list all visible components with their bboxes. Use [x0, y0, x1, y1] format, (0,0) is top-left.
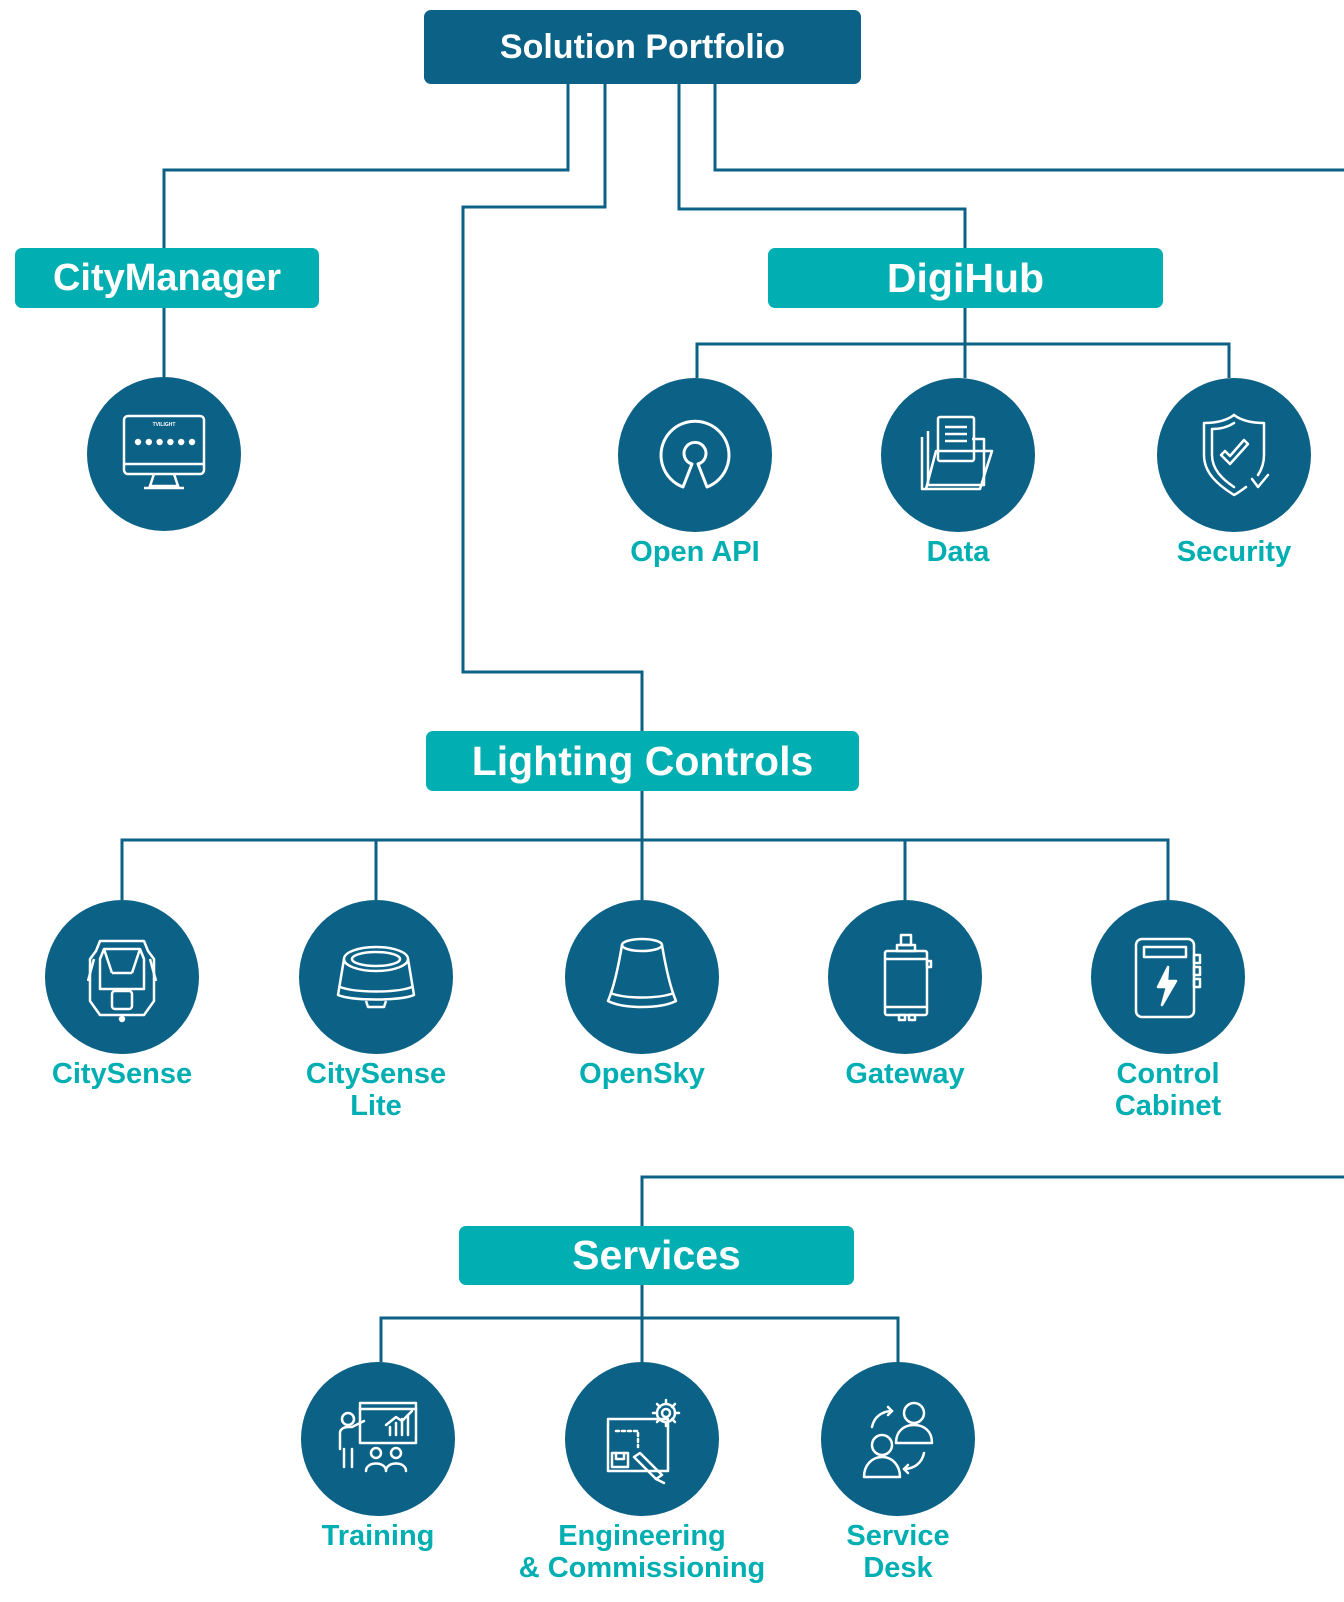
solution-portfolio-title: Solution Portfolio [424, 10, 861, 84]
category-services[interactable]: Services [459, 1226, 854, 1285]
digihub-item-data[interactable]: Data [881, 378, 1035, 568]
lighting-item-label: OpenSky [579, 1058, 705, 1090]
citymanager-monitor-node[interactable]: TVILIGHT [87, 377, 241, 531]
digihub-item-security[interactable]: Security [1157, 378, 1311, 568]
services-item-training[interactable]: Training [301, 1362, 455, 1552]
lighting-item-gateway[interactable]: Gateway [828, 900, 982, 1090]
services-item-label: Engineering & Commissioning [518, 1520, 766, 1584]
digihub-item-label: Data [926, 536, 990, 568]
lighting-item-opensky[interactable]: OpenSky [565, 900, 719, 1090]
lighting-item-label: Control Cabinet [1114, 1058, 1222, 1122]
monitor-icon: TVILIGHT [122, 414, 206, 490]
lighting-item-control-cabinet[interactable]: Control Cabinet [1091, 900, 1245, 1122]
control-cabinet-icon [1134, 937, 1202, 1019]
services-item-label: Service Desk [846, 1520, 950, 1584]
lighting-item-label: CitySense [51, 1058, 193, 1090]
category-lighting-controls[interactable]: Lighting Controls [426, 731, 859, 791]
digihub-item-open-api[interactable]: Open API [618, 378, 772, 568]
folder-documents-icon [920, 415, 994, 491]
service-desk-icon [862, 1401, 934, 1479]
services-item-service-desk[interactable]: Service Desk [821, 1362, 975, 1584]
category-digihub[interactable]: DigiHub [768, 248, 1163, 308]
services-item-engineering[interactable]: Engineering & Commissioning [519, 1362, 765, 1584]
engineering-icon [606, 1398, 681, 1485]
monitor-brand-text: TVILIGHT [153, 422, 176, 428]
citysense-sensor-icon [86, 939, 158, 1023]
training-icon [338, 1401, 418, 1473]
lighting-item-citysense[interactable]: CitySense [45, 900, 199, 1090]
lighting-item-label: Gateway [845, 1058, 965, 1090]
shield-check-icon [1202, 413, 1270, 497]
lighting-item-label: CitySense Lite [305, 1058, 447, 1122]
gateway-icon [883, 933, 933, 1022]
citysense-lite-sensor-icon [336, 945, 416, 1009]
opensky-node-icon [606, 937, 678, 1009]
services-item-label: Training [321, 1520, 435, 1552]
lighting-item-citysense-lite[interactable]: CitySense Lite [299, 900, 453, 1122]
digihub-item-label: Open API [630, 536, 760, 568]
category-citymanager[interactable]: CityManager [15, 248, 319, 308]
open-source-icon [659, 419, 731, 489]
digihub-item-label: Security [1176, 536, 1292, 568]
